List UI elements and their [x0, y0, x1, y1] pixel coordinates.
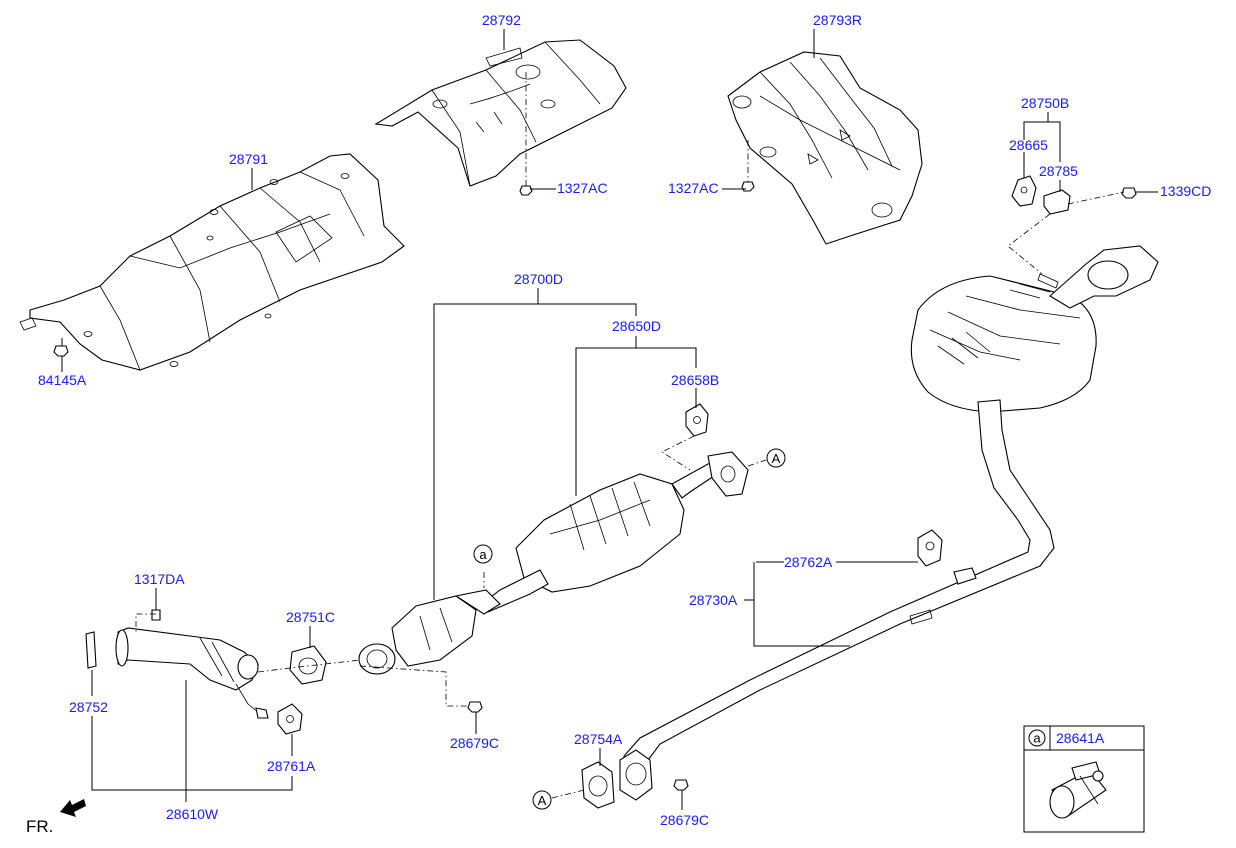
pipe-clamp-28641A — [1049, 761, 1107, 819]
front-converter — [358, 589, 501, 675]
nut-icon — [741, 181, 755, 192]
svg-text:A: A — [772, 451, 781, 466]
rubber-hanger-28762A — [917, 529, 943, 567]
bolt-1317DA — [151, 609, 161, 621]
part-label-28730A[interactable]: 28730A — [689, 592, 738, 608]
catalytic-converter-28650D — [481, 451, 749, 613]
nut-icon — [1121, 187, 1137, 199]
part-label-28700D[interactable]: 28700D — [514, 271, 563, 287]
rear-muffler — [910, 245, 1159, 413]
leader-front-flange — [257, 659, 361, 673]
heat-protector-28793R — [727, 51, 923, 245]
leader-hanger-bracket — [1007, 213, 1051, 275]
part-label-1327AC-upper[interactable]: 1327AC — [557, 180, 608, 196]
svg-text:a: a — [1033, 731, 1041, 746]
leader-28658B-hanger — [661, 435, 695, 471]
gasket-28752 — [85, 631, 97, 669]
leader-28679C-upper — [359, 665, 472, 707]
part-label-28610W[interactable]: 28610W — [166, 806, 219, 822]
part-label-28791[interactable]: 28791 — [229, 151, 268, 167]
front-direction-arrow-icon — [60, 799, 86, 817]
gasket-28751C — [289, 645, 327, 685]
part-label-84145A[interactable]: 84145A — [38, 372, 87, 388]
marker-a-clamp: a — [473, 544, 493, 564]
part-label-28761A[interactable]: 28761A — [267, 758, 316, 774]
part-labels: 28792 28793R 28791 1327AC 1327AC 28750B … — [38, 12, 1211, 828]
part-label-28658B[interactable]: 28658B — [671, 372, 719, 388]
part-label-1317DA[interactable]: 1317DA — [134, 571, 185, 587]
rear-pipe-28730A — [623, 399, 1055, 771]
part-label-28762A[interactable]: 28762A — [784, 554, 833, 570]
svg-text:A: A — [538, 793, 547, 808]
leader-lines — [61, 29, 1158, 810]
part-label-1339CD[interactable]: 1339CD — [1160, 183, 1211, 199]
inset-clamp-box: a — [1023, 725, 1145, 833]
part-label-28650D[interactable]: 28650D — [612, 318, 661, 334]
marker-A-upper: A — [766, 448, 786, 468]
part-label-28754A[interactable]: 28754A — [574, 731, 623, 747]
part-label-28793R[interactable]: 28793R — [813, 12, 862, 28]
leader-A-upper — [747, 459, 767, 467]
svg-text:a: a — [479, 547, 487, 562]
part-label-28679C-lower[interactable]: 28679C — [660, 812, 709, 828]
part-label-28750B[interactable]: 28750B — [1021, 95, 1069, 111]
part-label-28752[interactable]: 28752 — [69, 699, 108, 715]
part-label-28665[interactable]: 28665 — [1009, 137, 1048, 153]
nut-icon — [53, 345, 69, 357]
heat-protector-28791 — [19, 153, 405, 371]
front-direction-label: FR. — [26, 817, 53, 836]
part-label-1327AC-right[interactable]: 1327AC — [668, 180, 719, 196]
rear-flange — [619, 749, 653, 801]
part-label-28785[interactable]: 28785 — [1039, 163, 1078, 179]
part-label-28679C-upper[interactable]: 28679C — [450, 735, 499, 751]
part-label-28751C[interactable]: 28751C — [286, 609, 335, 625]
rubber-hanger-28665 — [1011, 175, 1037, 207]
part-label-28641A[interactable]: 28641A — [1056, 730, 1105, 746]
part-label-28792[interactable]: 28792 — [482, 12, 521, 28]
heat-protector-28792 — [374, 39, 627, 187]
rubber-hanger-28761A — [277, 703, 303, 735]
leader-1339CD — [1067, 191, 1125, 205]
gasket-28754A — [581, 761, 615, 809]
marker-A-lower: A — [532, 790, 552, 810]
nut-icon — [673, 779, 689, 791]
nut-icon — [519, 185, 533, 196]
bracket-28785 — [1043, 189, 1071, 215]
front-pipe-28610W — [115, 627, 269, 719]
rubber-hanger-28658B — [685, 403, 709, 437]
nut-icon — [467, 701, 483, 713]
leader-1317DA-bolt — [135, 613, 156, 632]
marker-a-inset: a — [1028, 729, 1046, 747]
